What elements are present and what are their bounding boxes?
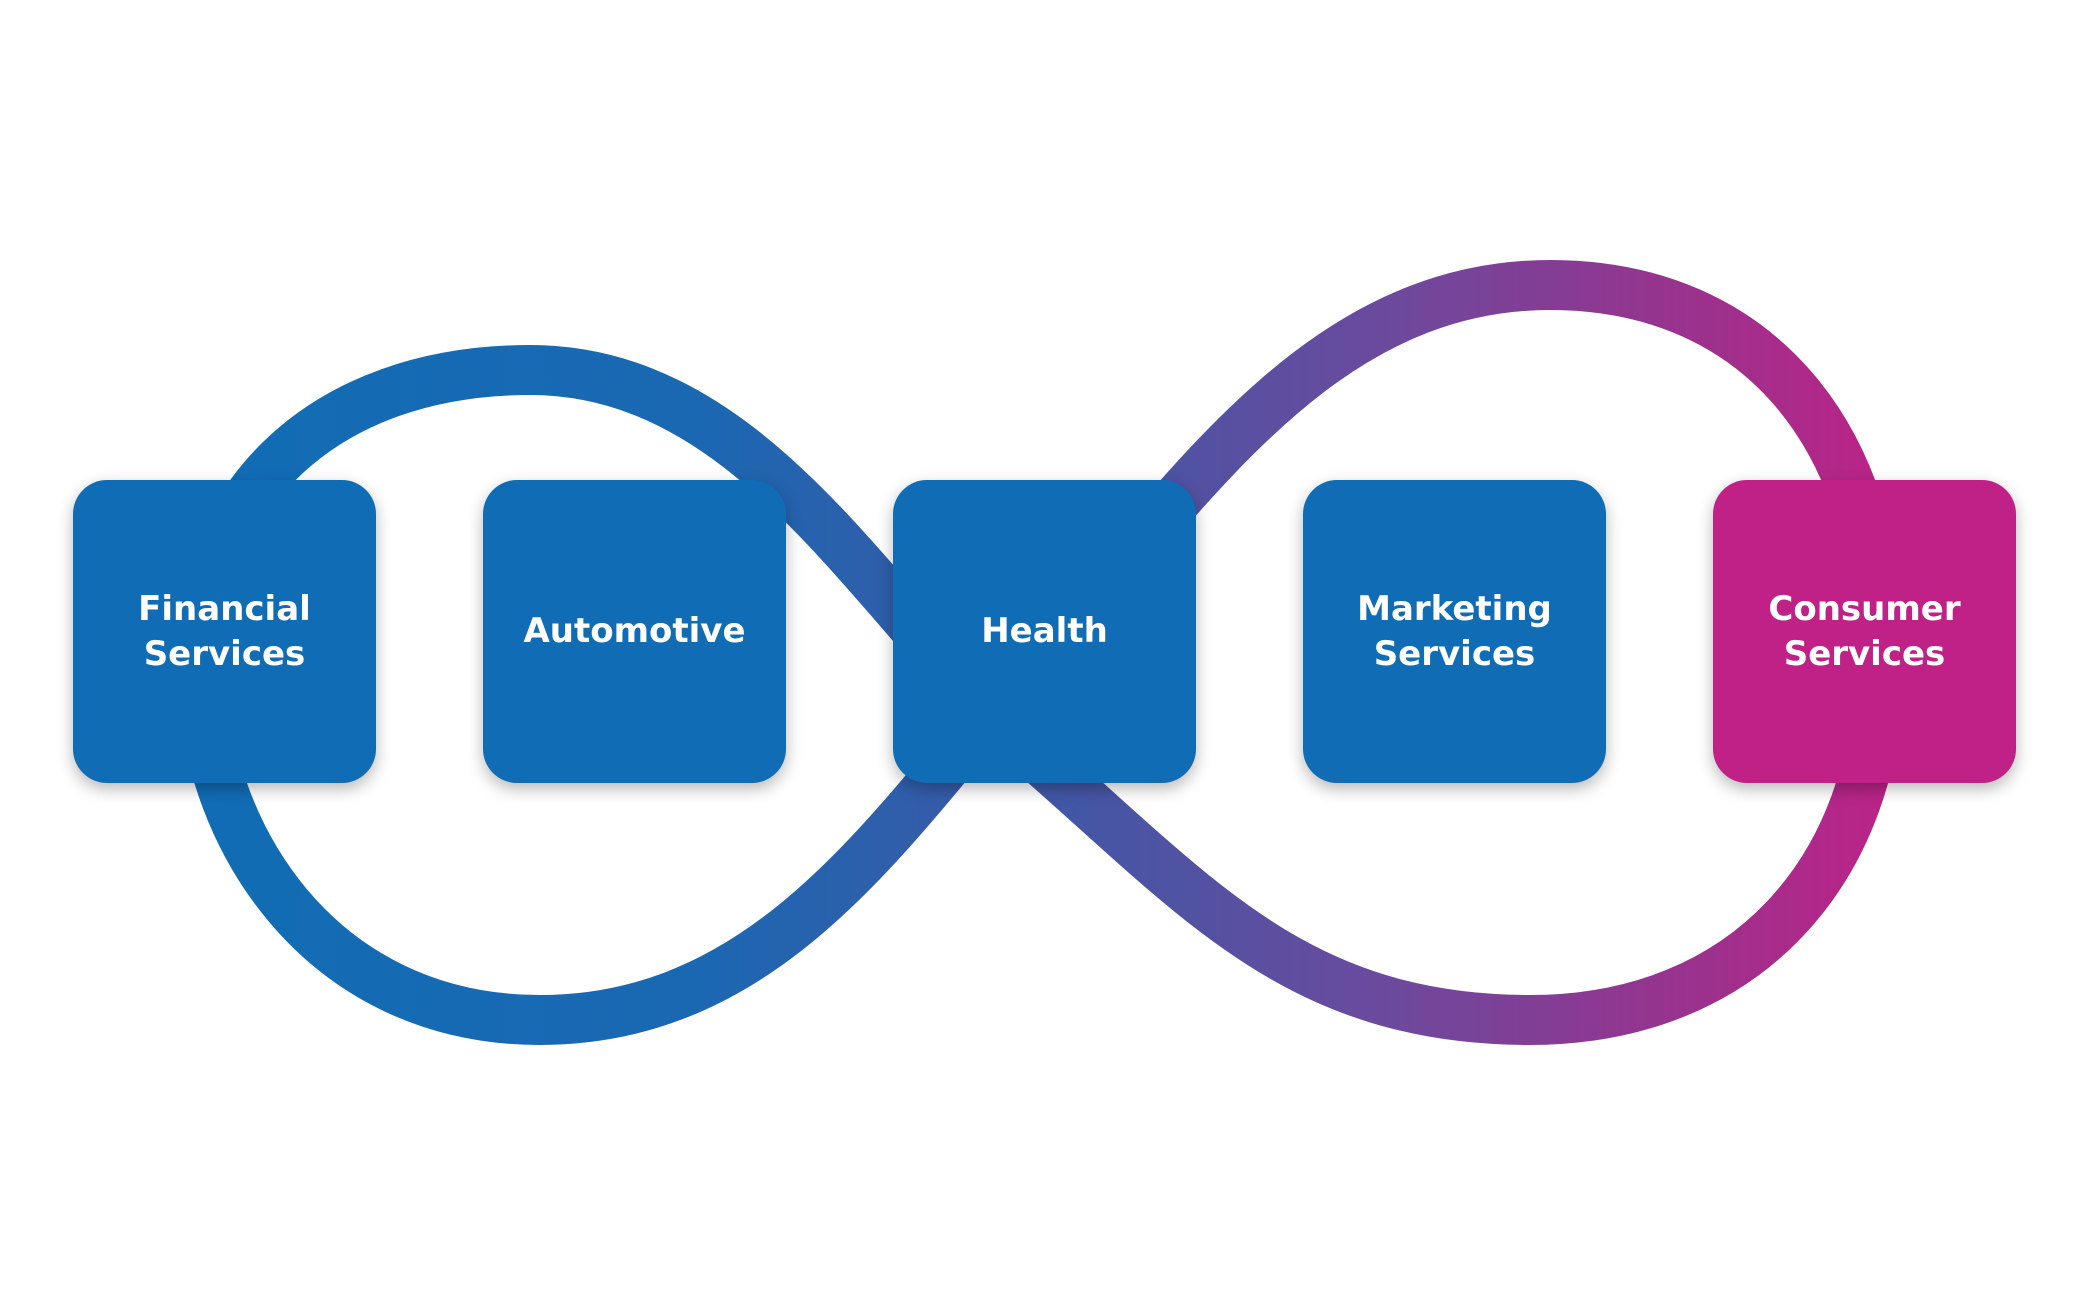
- segment-marketing-services: Marketing Services: [1303, 480, 1606, 783]
- segment-label: Financial Services: [138, 588, 311, 674]
- segment-label: Automotive: [523, 611, 746, 651]
- segment-consumer-services: Consumer Services: [1713, 480, 2016, 783]
- segment-label: Health: [981, 611, 1108, 651]
- segment-automotive: Automotive: [483, 480, 786, 783]
- segment-label: Consumer Services: [1768, 588, 1961, 674]
- segment-label: Marketing Services: [1357, 588, 1552, 674]
- segment-financial-services: Financial Services: [73, 480, 376, 783]
- segment-health: Health: [893, 480, 1196, 783]
